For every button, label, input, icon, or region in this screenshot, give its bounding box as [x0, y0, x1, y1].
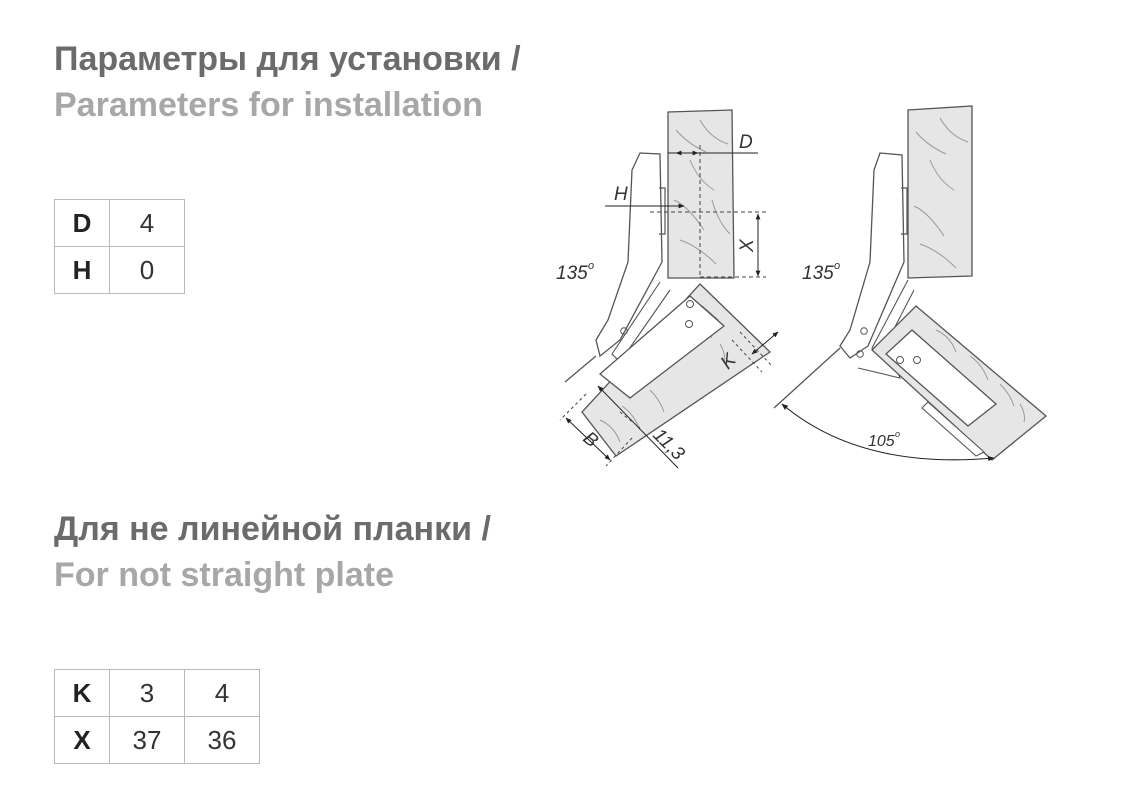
section2-title-ru: Для не линейной планки / [54, 510, 491, 548]
dimension-h: H [605, 184, 766, 213]
label-h: H [614, 184, 628, 205]
cabinet-side-panel [907, 105, 973, 279]
degree-mark: o [834, 260, 840, 272]
dimension-d: D [668, 132, 758, 278]
degree-mark: o [895, 429, 900, 439]
param-value: 3 [109, 669, 185, 717]
dimension-x: X [700, 213, 766, 278]
angle-value: 105 [868, 433, 895, 450]
angle-value: 135 [556, 263, 588, 284]
hinge-cup [598, 295, 726, 399]
table-row: K 3 4 [54, 669, 260, 717]
label-d: D [739, 132, 753, 153]
section2-title-en: For not straight plate [54, 556, 394, 594]
angle-value: 135 [802, 263, 834, 284]
label-x: X [737, 238, 758, 253]
opening-angle-arc: 105 o [781, 403, 995, 462]
table-row: X 37 36 [54, 716, 260, 764]
param-key: D [54, 199, 110, 247]
plate-params-table: K 3 4 X 37 36 [54, 669, 260, 764]
param-value: 0 [109, 246, 185, 294]
param-value: 37 [109, 716, 185, 764]
hinge-arm [564, 152, 671, 383]
param-key: X [54, 716, 110, 764]
angle-label-left: 135 o [556, 260, 594, 284]
param-value: 36 [184, 716, 260, 764]
param-key: H [54, 246, 110, 294]
hinge-arm [773, 152, 915, 409]
left-hinge-drawing: D H X K B 1 [556, 109, 779, 469]
table-row: H 0 [54, 246, 185, 294]
cabinet-side-panel [667, 109, 735, 279]
section1-title-en: Parameters for installation [54, 86, 483, 124]
degree-mark: o [588, 260, 594, 272]
right-hinge-drawing: 105 o 135 o [773, 105, 1048, 462]
angle-label-right: 135 o [802, 260, 840, 284]
section1-title-ru: Параметры для установки / [54, 40, 521, 78]
table-row: D 4 [54, 199, 185, 247]
param-value: 4 [184, 669, 260, 717]
param-key: K [54, 669, 110, 717]
installation-params-table: D 4 H 0 [54, 199, 185, 294]
